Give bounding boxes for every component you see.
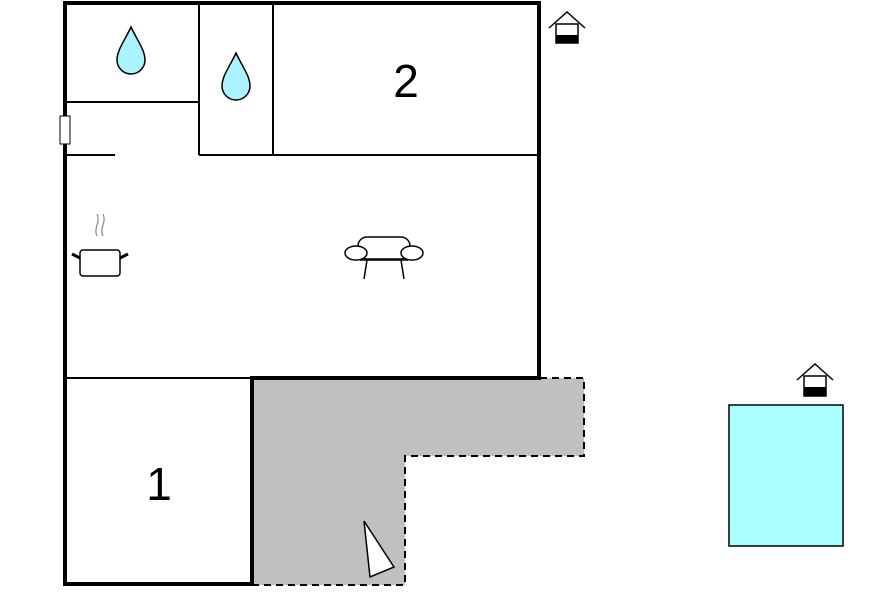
swimming-pool bbox=[728, 404, 844, 547]
door-icon bbox=[59, 115, 71, 145]
compass-arrow-icon bbox=[363, 520, 396, 579]
water-drop-icon bbox=[116, 25, 146, 75]
house-icon bbox=[796, 362, 834, 397]
room-label-2: 2 bbox=[393, 55, 419, 107]
terrace bbox=[252, 377, 585, 586]
water-drop-icon bbox=[221, 51, 251, 101]
interior-walls bbox=[65, 3, 539, 379]
house-icon bbox=[548, 10, 586, 44]
sofa-icon bbox=[344, 236, 424, 280]
room-label-1: 1 bbox=[146, 458, 172, 510]
cooking-pot-icon bbox=[71, 213, 129, 277]
